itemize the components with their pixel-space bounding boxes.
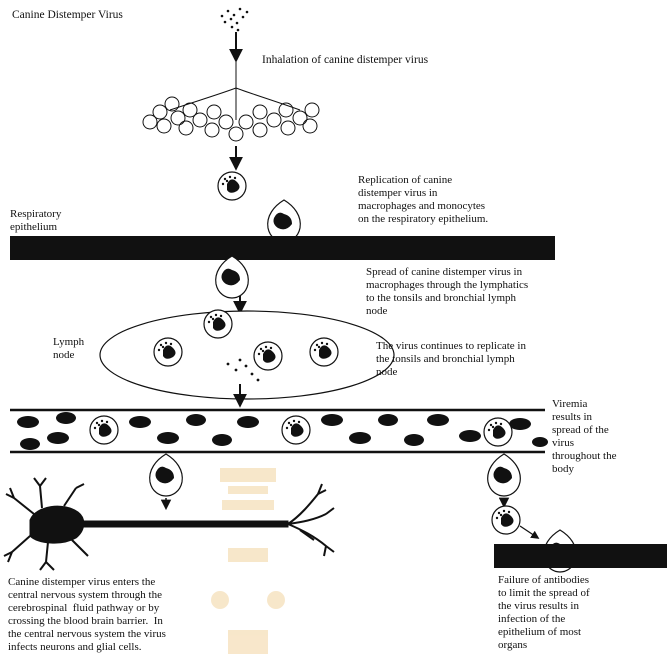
macrophage-crossing-epithelium: [215, 255, 249, 299]
neuron: [3, 477, 335, 571]
lungs-alveoli: [142, 62, 320, 142]
watermark-emblem: [211, 468, 285, 654]
macrophage-leaving-vessel-right: [487, 453, 521, 497]
inhalation-label: Inhalation of canine distemper virus: [262, 54, 429, 66]
lymph-cell-1: [153, 337, 183, 367]
lymph-node-outline: [99, 310, 395, 400]
blood-vessel: [10, 408, 548, 454]
virus-particles: [220, 7, 249, 32]
arrow-to-organ-epithelium: [519, 525, 540, 539]
released-virions: [226, 358, 260, 382]
lymph-cell-3: [253, 341, 283, 371]
spread-lymph-label: Spread of canine distemper virus in macr…: [366, 266, 529, 317]
continues-replicate-label: The virus continues to replicate in the …: [376, 340, 526, 378]
failure-antibodies-label: Failure of antibodies to limit the sprea…: [498, 574, 590, 651]
organ-epithelium-bar: [494, 544, 667, 568]
respiratory-epithelium-label: Respiratory epithelium: [10, 208, 62, 233]
macrophage-on-epithelium: [267, 199, 301, 243]
lymph-node-label: Lymph node: [53, 336, 85, 361]
lymph-cell-4: [309, 337, 339, 367]
infected-cell-right: [491, 505, 521, 535]
respiratory-epithelium-bar: [10, 236, 555, 260]
lymph-cell-2: [203, 309, 233, 339]
macrophage-leaving-vessel-left: [149, 453, 183, 497]
infected-monocyte: [217, 171, 247, 201]
viremia-label: Viremia results in spread of the virus t…: [552, 398, 617, 475]
replication-label: Replication of canine distemper virus in…: [358, 174, 489, 225]
diagram-title: Canine Distemper Virus: [12, 9, 123, 21]
cns-label: Canine distemper virus enters the centra…: [8, 576, 166, 653]
